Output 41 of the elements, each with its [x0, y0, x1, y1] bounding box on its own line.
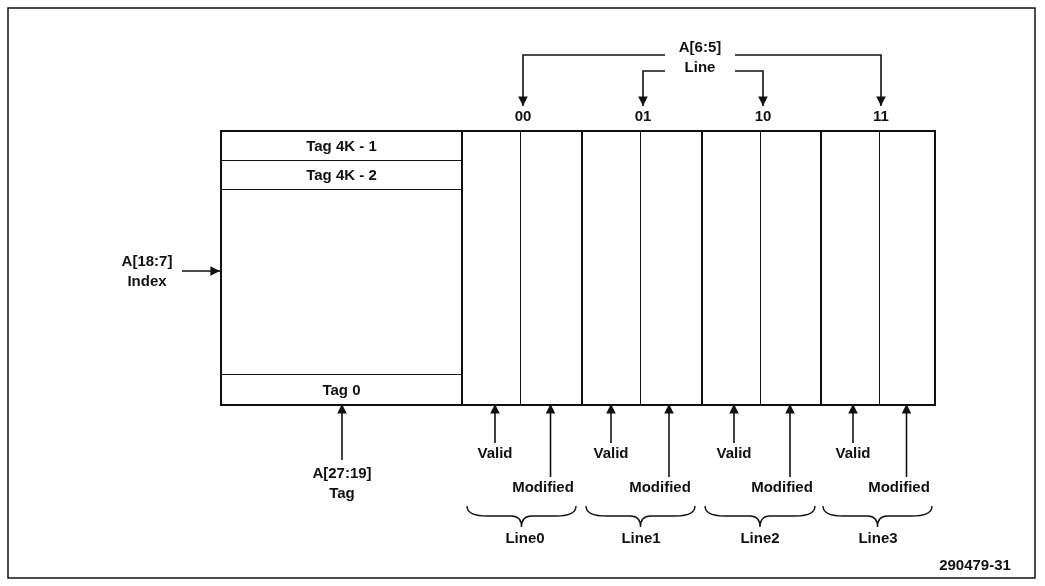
arrow [734, 70, 768, 107]
line-number: 01 [628, 106, 658, 126]
arrow [785, 403, 795, 478]
arrow [606, 403, 616, 444]
group-label: Line2 [740, 528, 780, 548]
arrow [729, 403, 739, 444]
figure-number: 290479-31 [939, 555, 1011, 575]
bit-label: Modified [743, 477, 821, 497]
arrow [181, 266, 221, 276]
bit-label: Valid [472, 443, 518, 463]
arrow [848, 403, 858, 444]
arrow [664, 403, 674, 478]
bit-label: Modified [505, 477, 581, 497]
group-label: Line0 [505, 528, 545, 548]
tag-entry: Tag 4K - 2 [222, 161, 461, 190]
line-number: 10 [748, 106, 778, 126]
bit-label: Valid [711, 443, 757, 463]
line-number: 11 [866, 106, 896, 126]
group-label: Line3 [858, 528, 898, 548]
cache-table [220, 130, 936, 406]
line-number: 00 [508, 106, 538, 126]
arrow [490, 403, 500, 444]
bit-label: Modified [861, 477, 937, 497]
arrow [734, 54, 886, 107]
address-label: A[6:5] [678, 37, 722, 57]
arrow [337, 403, 347, 461]
field-name: Tag [329, 483, 355, 503]
arrow [518, 54, 666, 107]
field-name: Index [127, 271, 167, 291]
bit-label: Valid [830, 443, 876, 463]
group-label: Line1 [621, 528, 661, 548]
tag-entry: Tag 4K - 1 [222, 132, 461, 161]
tag-entry: Tag 0 [222, 374, 461, 404]
address-label: A[27:19] [312, 463, 372, 483]
field-name: Line [684, 57, 716, 77]
address-label: A[18:7] [121, 251, 173, 271]
arrow [901, 403, 912, 478]
bit-label: Valid [588, 443, 634, 463]
arrow [545, 403, 556, 478]
bit-label: Modified [622, 477, 698, 497]
arrow [638, 70, 666, 107]
